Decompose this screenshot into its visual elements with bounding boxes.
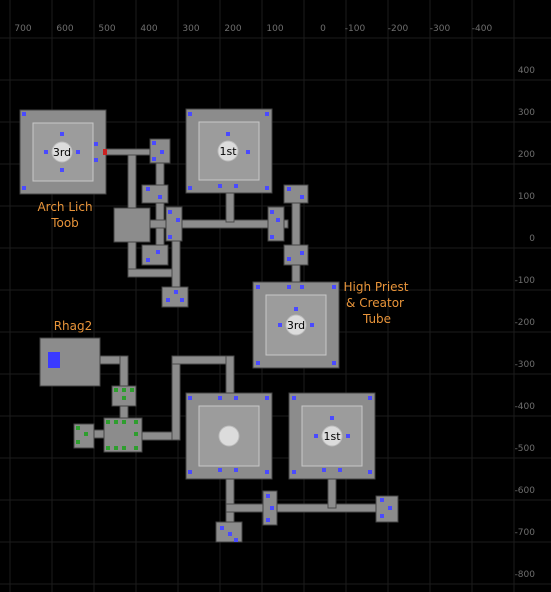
x-axis-label: 300 xyxy=(182,24,199,34)
rhag-label: Rhag2 xyxy=(54,319,93,333)
x-axis-label: -400 xyxy=(472,24,493,34)
high-priest-label: Tube xyxy=(362,312,391,326)
room-first-north[interactable]: 1st xyxy=(185,108,273,194)
y-axis-label: -500 xyxy=(515,444,536,454)
y-axis-label: -800 xyxy=(515,570,536,580)
y-axis-label: 100 xyxy=(518,192,535,202)
room-center-marker xyxy=(285,314,307,336)
y-axis-labels: 400 300 200 100 0 -100 -200 -300 -400 -5… xyxy=(515,66,536,580)
room-level-label: 3rd xyxy=(287,319,305,332)
x-axis-label: 700 xyxy=(14,24,31,34)
room-arch-lich[interactable]: 3rd xyxy=(19,109,107,195)
room-center-marker xyxy=(321,425,343,447)
x-axis-label: 400 xyxy=(140,24,157,34)
room-high-priest[interactable]: 3rd xyxy=(252,281,340,369)
x-axis-label: 200 xyxy=(224,24,241,34)
area-labels: Arch Lich Toob High Priest & Creator Tub… xyxy=(37,200,408,333)
room-south-center[interactable] xyxy=(185,392,273,480)
x-axis-label: 100 xyxy=(266,24,283,34)
x-axis-label: 600 xyxy=(56,24,73,34)
y-axis-label: -300 xyxy=(515,360,536,370)
room-level-label: 3rd xyxy=(53,146,71,159)
y-axis-label: -100 xyxy=(515,276,536,286)
y-axis-label: -600 xyxy=(515,486,536,496)
y-axis-label: 300 xyxy=(518,108,535,118)
room-center-marker xyxy=(217,140,239,162)
door-red xyxy=(103,149,107,155)
room-level-label: 1st xyxy=(219,145,237,158)
room-center-marker xyxy=(218,425,240,447)
x-axis-labels: 700 600 500 400 300 200 100 0 -100 -200 … xyxy=(14,24,492,34)
y-axis-label: 0 xyxy=(529,234,535,244)
y-axis-label: -700 xyxy=(515,528,536,538)
x-axis-label: -100 xyxy=(345,24,366,34)
room-first-south[interactable]: 1st xyxy=(288,392,376,480)
y-axis-label: 400 xyxy=(518,66,535,76)
room-center-marker xyxy=(51,141,73,163)
doors-green xyxy=(76,388,138,450)
y-axis-label: 200 xyxy=(518,150,535,160)
y-axis-label: -400 xyxy=(515,402,536,412)
x-axis-label: 500 xyxy=(98,24,115,34)
y-axis-label: -200 xyxy=(515,318,536,328)
player-marker xyxy=(48,352,60,368)
x-axis-label: -200 xyxy=(388,24,409,34)
x-axis-label: 0 xyxy=(320,24,326,34)
arch-lich-label: Toob xyxy=(50,216,79,230)
high-priest-label: & Creator xyxy=(346,296,404,310)
room-level-label: 1st xyxy=(323,430,341,443)
x-axis-label: -300 xyxy=(430,24,451,34)
arch-lich-label: Arch Lich xyxy=(37,200,92,214)
doors-blue xyxy=(22,112,392,542)
high-priest-label: High Priest xyxy=(343,280,408,294)
